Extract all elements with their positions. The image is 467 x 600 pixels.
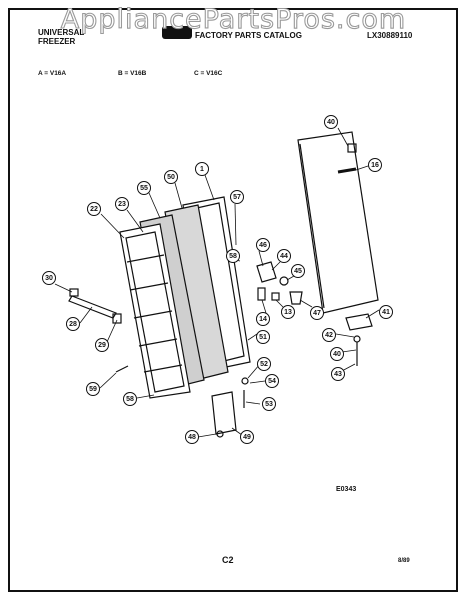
callout-22: 22 xyxy=(87,202,101,216)
catalog-number: LX30889110 xyxy=(367,31,413,40)
callout-54: 54 xyxy=(265,374,279,388)
catalog-title: FACTORY PARTS CATALOG xyxy=(195,31,302,40)
callout-29: 29 xyxy=(95,338,109,352)
callout-40-top: 40 xyxy=(324,115,338,129)
callout-40-bottom: 40 xyxy=(330,347,344,361)
wci-logo xyxy=(162,26,192,39)
callout-55: 55 xyxy=(137,181,151,195)
watermark: AppliancePartsPros.com xyxy=(60,3,407,35)
callout-59: 59 xyxy=(86,382,100,396)
hinge-pin xyxy=(257,287,266,301)
callout-16: 16 xyxy=(368,158,382,172)
callout-42: 42 xyxy=(322,328,336,342)
figure-code: E0343 xyxy=(336,486,357,493)
callout-49: 49 xyxy=(240,430,254,444)
model-b: B = V16B xyxy=(118,70,147,77)
callout-50: 50 xyxy=(164,170,178,184)
model-a: A = V16A xyxy=(38,70,67,77)
callout-30: 30 xyxy=(42,271,56,285)
bar-bracket-right xyxy=(112,313,122,324)
callout-43: 43 xyxy=(331,367,345,381)
top-hinge xyxy=(347,143,357,153)
bar-bracket-left xyxy=(69,288,79,297)
callout-53: 53 xyxy=(262,397,276,411)
callout-44: 44 xyxy=(277,249,291,263)
callout-58-upper: 58 xyxy=(226,249,240,263)
hinge-cap xyxy=(289,291,303,305)
callout-51: 51 xyxy=(256,330,270,344)
hinge-bracket xyxy=(256,261,277,283)
callout-47: 47 xyxy=(310,306,324,320)
hinge-cover xyxy=(211,391,237,435)
bottom-hinge xyxy=(345,313,373,331)
callout-52: 52 xyxy=(257,357,271,371)
callout-14: 14 xyxy=(256,312,270,326)
door-panel xyxy=(297,131,379,314)
brand-line-1: UNIVERSAL xyxy=(38,28,85,37)
brand-line-2: FREEZER xyxy=(38,37,76,46)
date-code: 8/89 xyxy=(398,558,410,564)
callout-28: 28 xyxy=(66,317,80,331)
callout-41: 41 xyxy=(379,305,393,319)
callout-46: 46 xyxy=(256,238,270,252)
callout-13: 13 xyxy=(281,305,295,319)
callout-57: 57 xyxy=(230,190,244,204)
door-liner xyxy=(119,223,191,399)
callout-45: 45 xyxy=(291,264,305,278)
hinge-washer xyxy=(279,276,289,286)
shelf-bar xyxy=(68,295,117,319)
model-c: C = V16C xyxy=(194,70,223,77)
callout-1: 1 xyxy=(195,162,209,176)
callout-23: 23 xyxy=(115,197,129,211)
page-label: C2 xyxy=(222,555,234,565)
callout-48: 48 xyxy=(185,430,199,444)
callout-58-lower: 58 xyxy=(123,392,137,406)
hinge-bushing xyxy=(271,292,280,301)
